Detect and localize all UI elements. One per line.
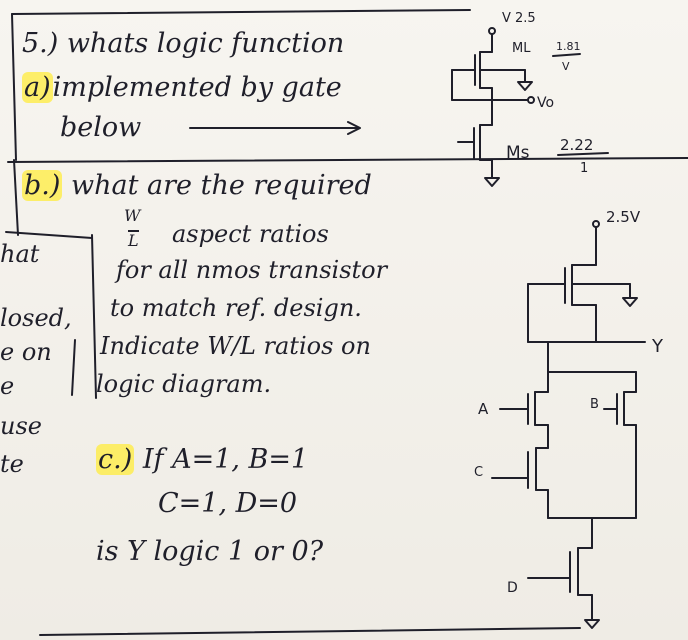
part-c-text-1: If A=1, B=1 [142,444,309,475]
margin-tick-line [5,231,93,239]
part-b-marker: b.) [22,170,63,201]
problem-5-line-3: below [60,112,142,143]
ref-ml-denominator: V [562,60,570,73]
left-frame-line [11,13,17,161]
input-b-label: B [590,397,599,412]
ref-ms-label: Ms [506,143,530,163]
margin-fragment-1: hat [0,240,40,268]
margin-fragment-3: e on [0,338,52,366]
part-b-text-3: for all nmos transistor [116,256,388,284]
part-b-text-5: Indicate W/L ratios on [100,332,371,360]
margin-fragment-6: te [0,450,24,478]
ref-ms-denominator: 1 [580,161,588,176]
output-y-label: Y [651,336,664,357]
below-arrow-head [347,121,361,135]
part-c-text-2: C=1, D=0 [158,488,298,519]
ref-ms-numerator: 2.22 [560,136,593,154]
margin-fragment-4: e [0,372,15,400]
reference-inverter-circuit [451,27,609,187]
mid-rule-line [7,157,688,163]
ratio-l-label: L [128,230,139,250]
problem-5-line-1: 5.) whats logic function [22,30,344,57]
input-a-label: A [478,400,489,418]
ref-ml-numerator: 1.81 [556,40,581,53]
inner-divider-line [91,234,97,399]
ratio-w-label: W [124,206,141,225]
margin-divider-line [71,339,76,396]
bottom-rule-line [39,627,581,636]
part-b-text-2: aspect ratios [172,220,329,248]
part-a-marker: a) [22,72,53,103]
ref-vo-label: Vo [537,95,554,111]
part-b-text-6: logic diagram. [96,370,272,398]
margin-fragment-2: losed, [0,304,72,332]
part-b-text-4: to match ref. design. [110,294,362,322]
problem-5-line-2: a)implemented by gate [22,72,342,103]
part-c-text-3: is Y logic 1 or 0? [96,536,324,567]
top-rule-line [11,9,471,15]
input-c-label: C [474,465,483,480]
input-d-label: D [507,580,518,596]
margin-fragment-5: use [0,412,42,440]
part-b-line-1: b.) what are the required [22,170,372,201]
ref-supply-label: V 2.5 [502,11,536,26]
part-c-line-1: c.) If A=1, B=1 [96,444,309,475]
problem-5-text-2: implemented by gate [52,72,342,103]
problem-number: 5.) [22,28,59,59]
part-b-text-1: what are the required [71,170,372,201]
main-gate-circuit [491,220,646,629]
left-frame-line-2 [13,159,19,236]
problem-5-text-1: whats logic function [66,28,345,59]
part-c-marker: c.) [96,444,135,475]
ref-ml-label: ML [512,41,531,56]
main-supply-label: 2.5V [606,208,641,226]
